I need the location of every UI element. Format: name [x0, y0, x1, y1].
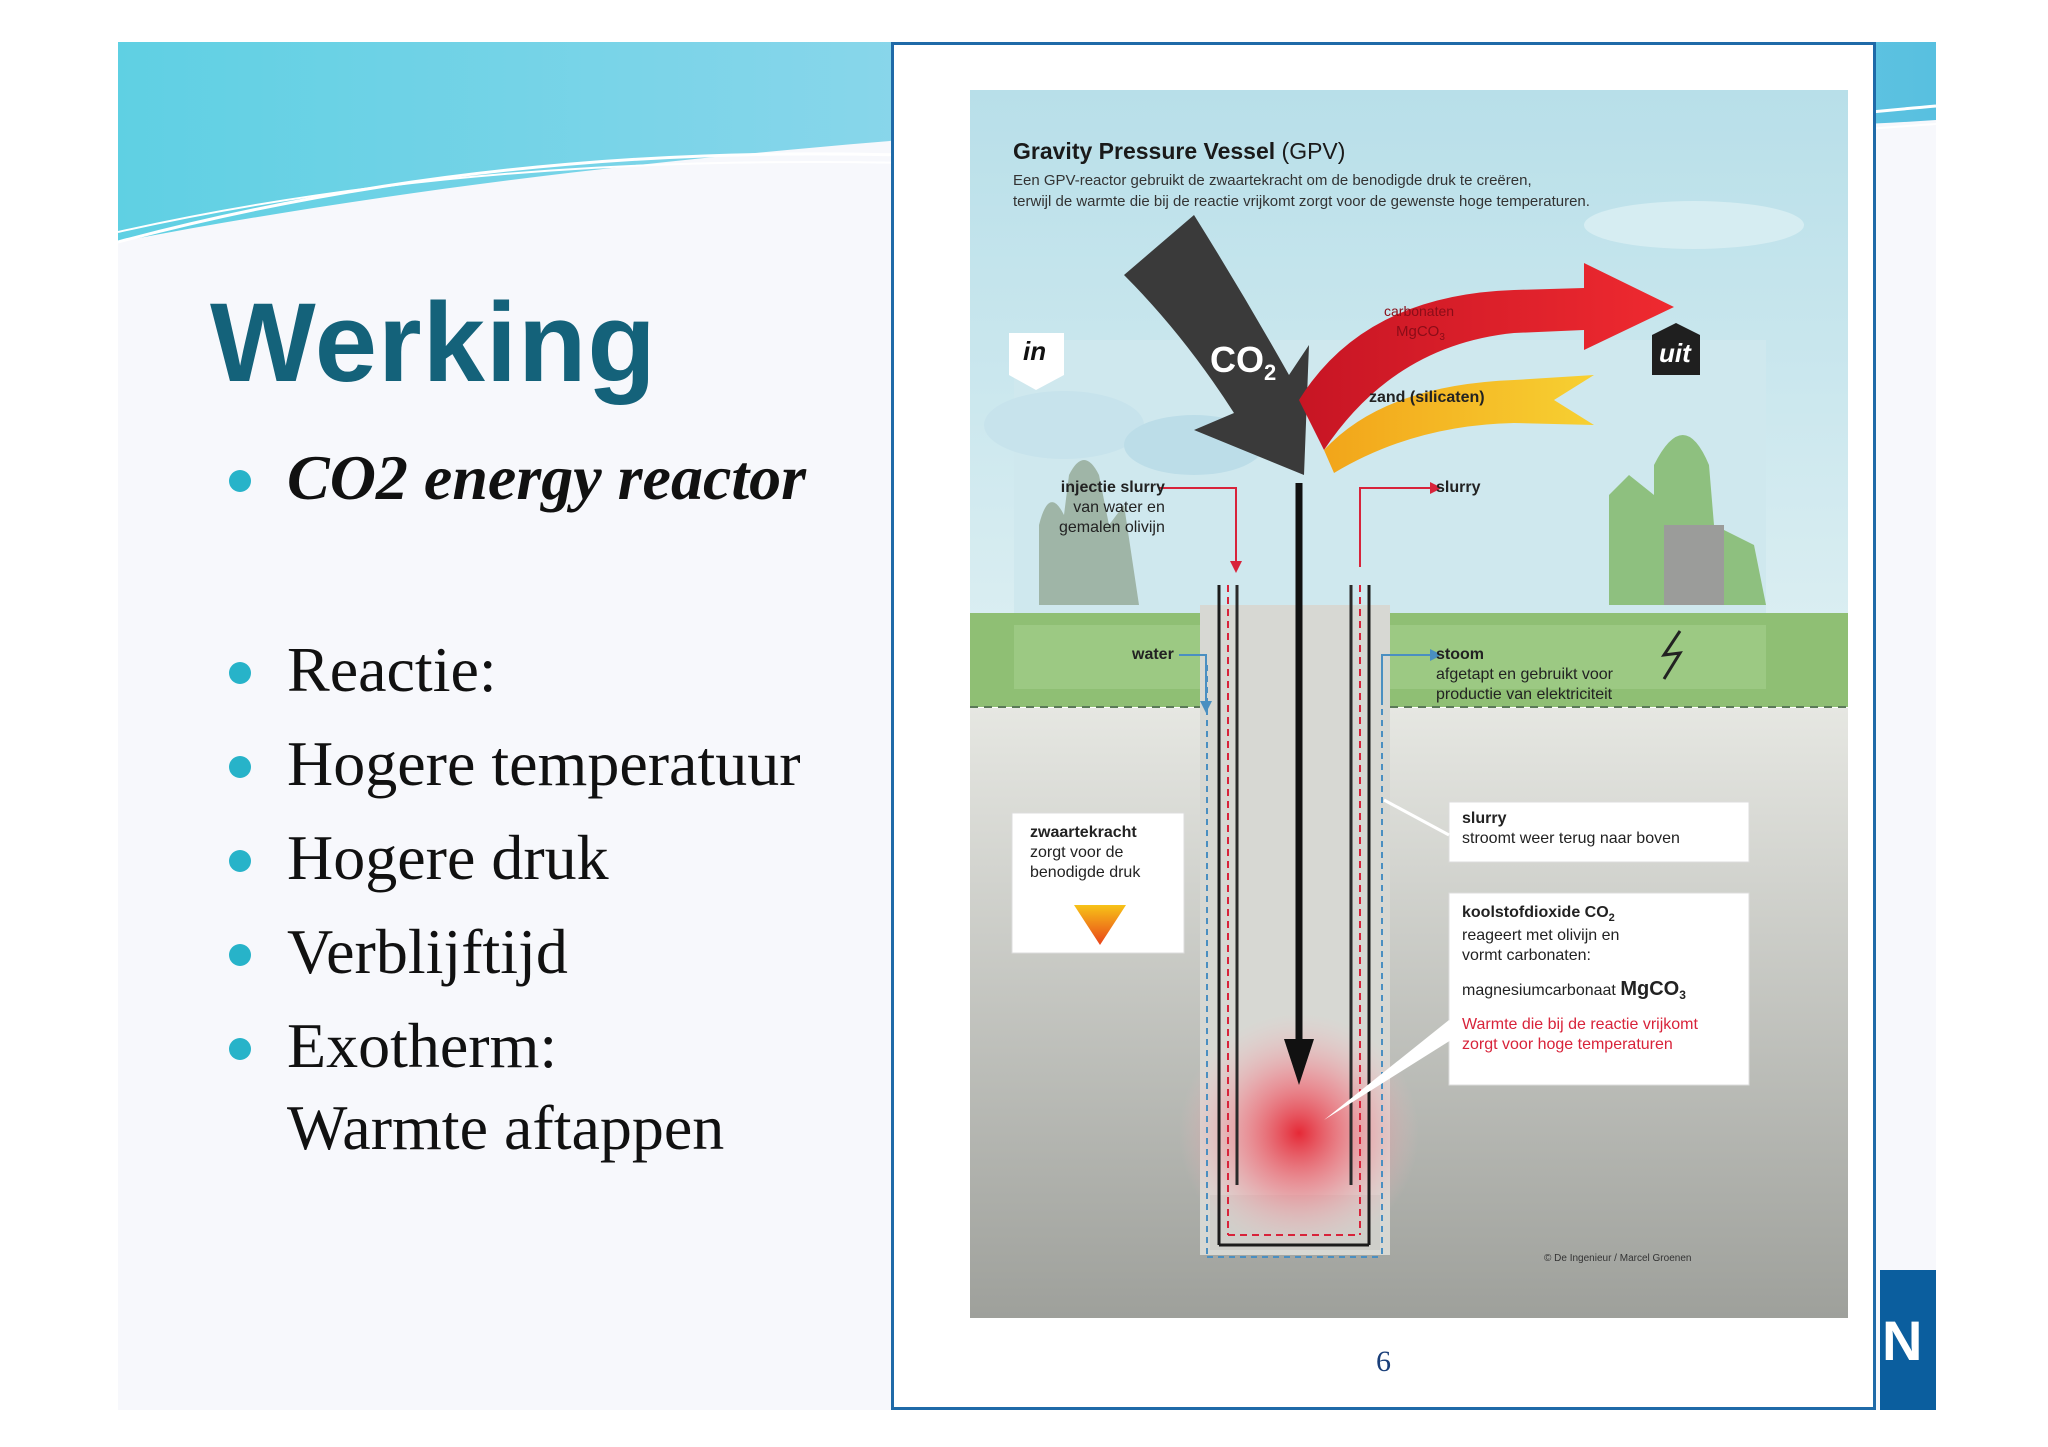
bullet-dot	[229, 850, 251, 872]
gpv-figure: Gravity Pressure Vessel (GPV) Een GPV-re…	[891, 42, 1876, 1410]
slurry-box-label: slurry stroomt weer terug naar boven	[1462, 810, 1680, 847]
bullet-dot	[229, 944, 251, 966]
bullet-dot	[229, 1038, 251, 1060]
zand-label: zand (silicaten)	[1369, 389, 1485, 406]
bullet-reactie: Reactie:	[229, 630, 497, 710]
injectie-label: injectie slurry van water en gemalen oli…	[1059, 479, 1165, 536]
slide-title: Werking	[210, 280, 657, 405]
credit-label: © De Ingenieur / Marcel Groenen	[1544, 1253, 1692, 1264]
figure-subtitle-2: terwijl de warmte die bij de reactie vri…	[1013, 193, 1590, 210]
bullet-verblijftijd: Verblijftijd	[229, 912, 568, 992]
bullet-co2-reactor: CO2 energy reactor	[229, 438, 806, 518]
bullet-warmte-aftappen: Warmte aftappen	[287, 1092, 725, 1163]
bullet-hogere-temperatuur: Hogere temperatuur	[229, 724, 801, 804]
magnesium-label: magnesiumcarbonaat MgCO3	[1462, 978, 1686, 1003]
zwaartekracht-label: zwaartekracht zorgt voor de benodigde dr…	[1030, 824, 1141, 881]
bullet-exotherm: Exotherm:	[229, 1006, 557, 1086]
in-label: in	[1023, 336, 1047, 366]
koolstof-label: koolstofdioxide CO2 reageert met olivijn…	[1462, 904, 1620, 964]
warmte-label: Warmte die bij de reactie vrijkomt zorgt…	[1462, 1016, 1698, 1053]
figure-subtitle-1: Een GPV-reactor gebruikt de zwaartekrach…	[1013, 172, 1532, 189]
figure-title: Gravity Pressure Vessel (GPV)	[1013, 138, 1346, 164]
carbonaten-label: carbonaten	[1384, 303, 1455, 319]
bullet-dot	[229, 662, 251, 684]
page-number: 6	[1376, 1345, 1391, 1378]
stoom-label: stoom afgetapt en gebruikt voor producti…	[1436, 646, 1614, 703]
mgco3-label: MgCO3	[1396, 323, 1445, 343]
slurry-top-label: slurry	[1436, 479, 1481, 496]
bullet-dot	[229, 756, 251, 778]
bullet-dot	[229, 470, 251, 492]
uit-label: uit	[1659, 338, 1691, 368]
co2-label: CO2	[1210, 339, 1277, 386]
gpv-diagram-graphic	[970, 90, 1848, 1318]
water-label: water	[1132, 646, 1174, 663]
corner-logo: N	[1880, 1270, 1936, 1410]
bullet-hogere-druk: Hogere druk	[229, 818, 609, 898]
